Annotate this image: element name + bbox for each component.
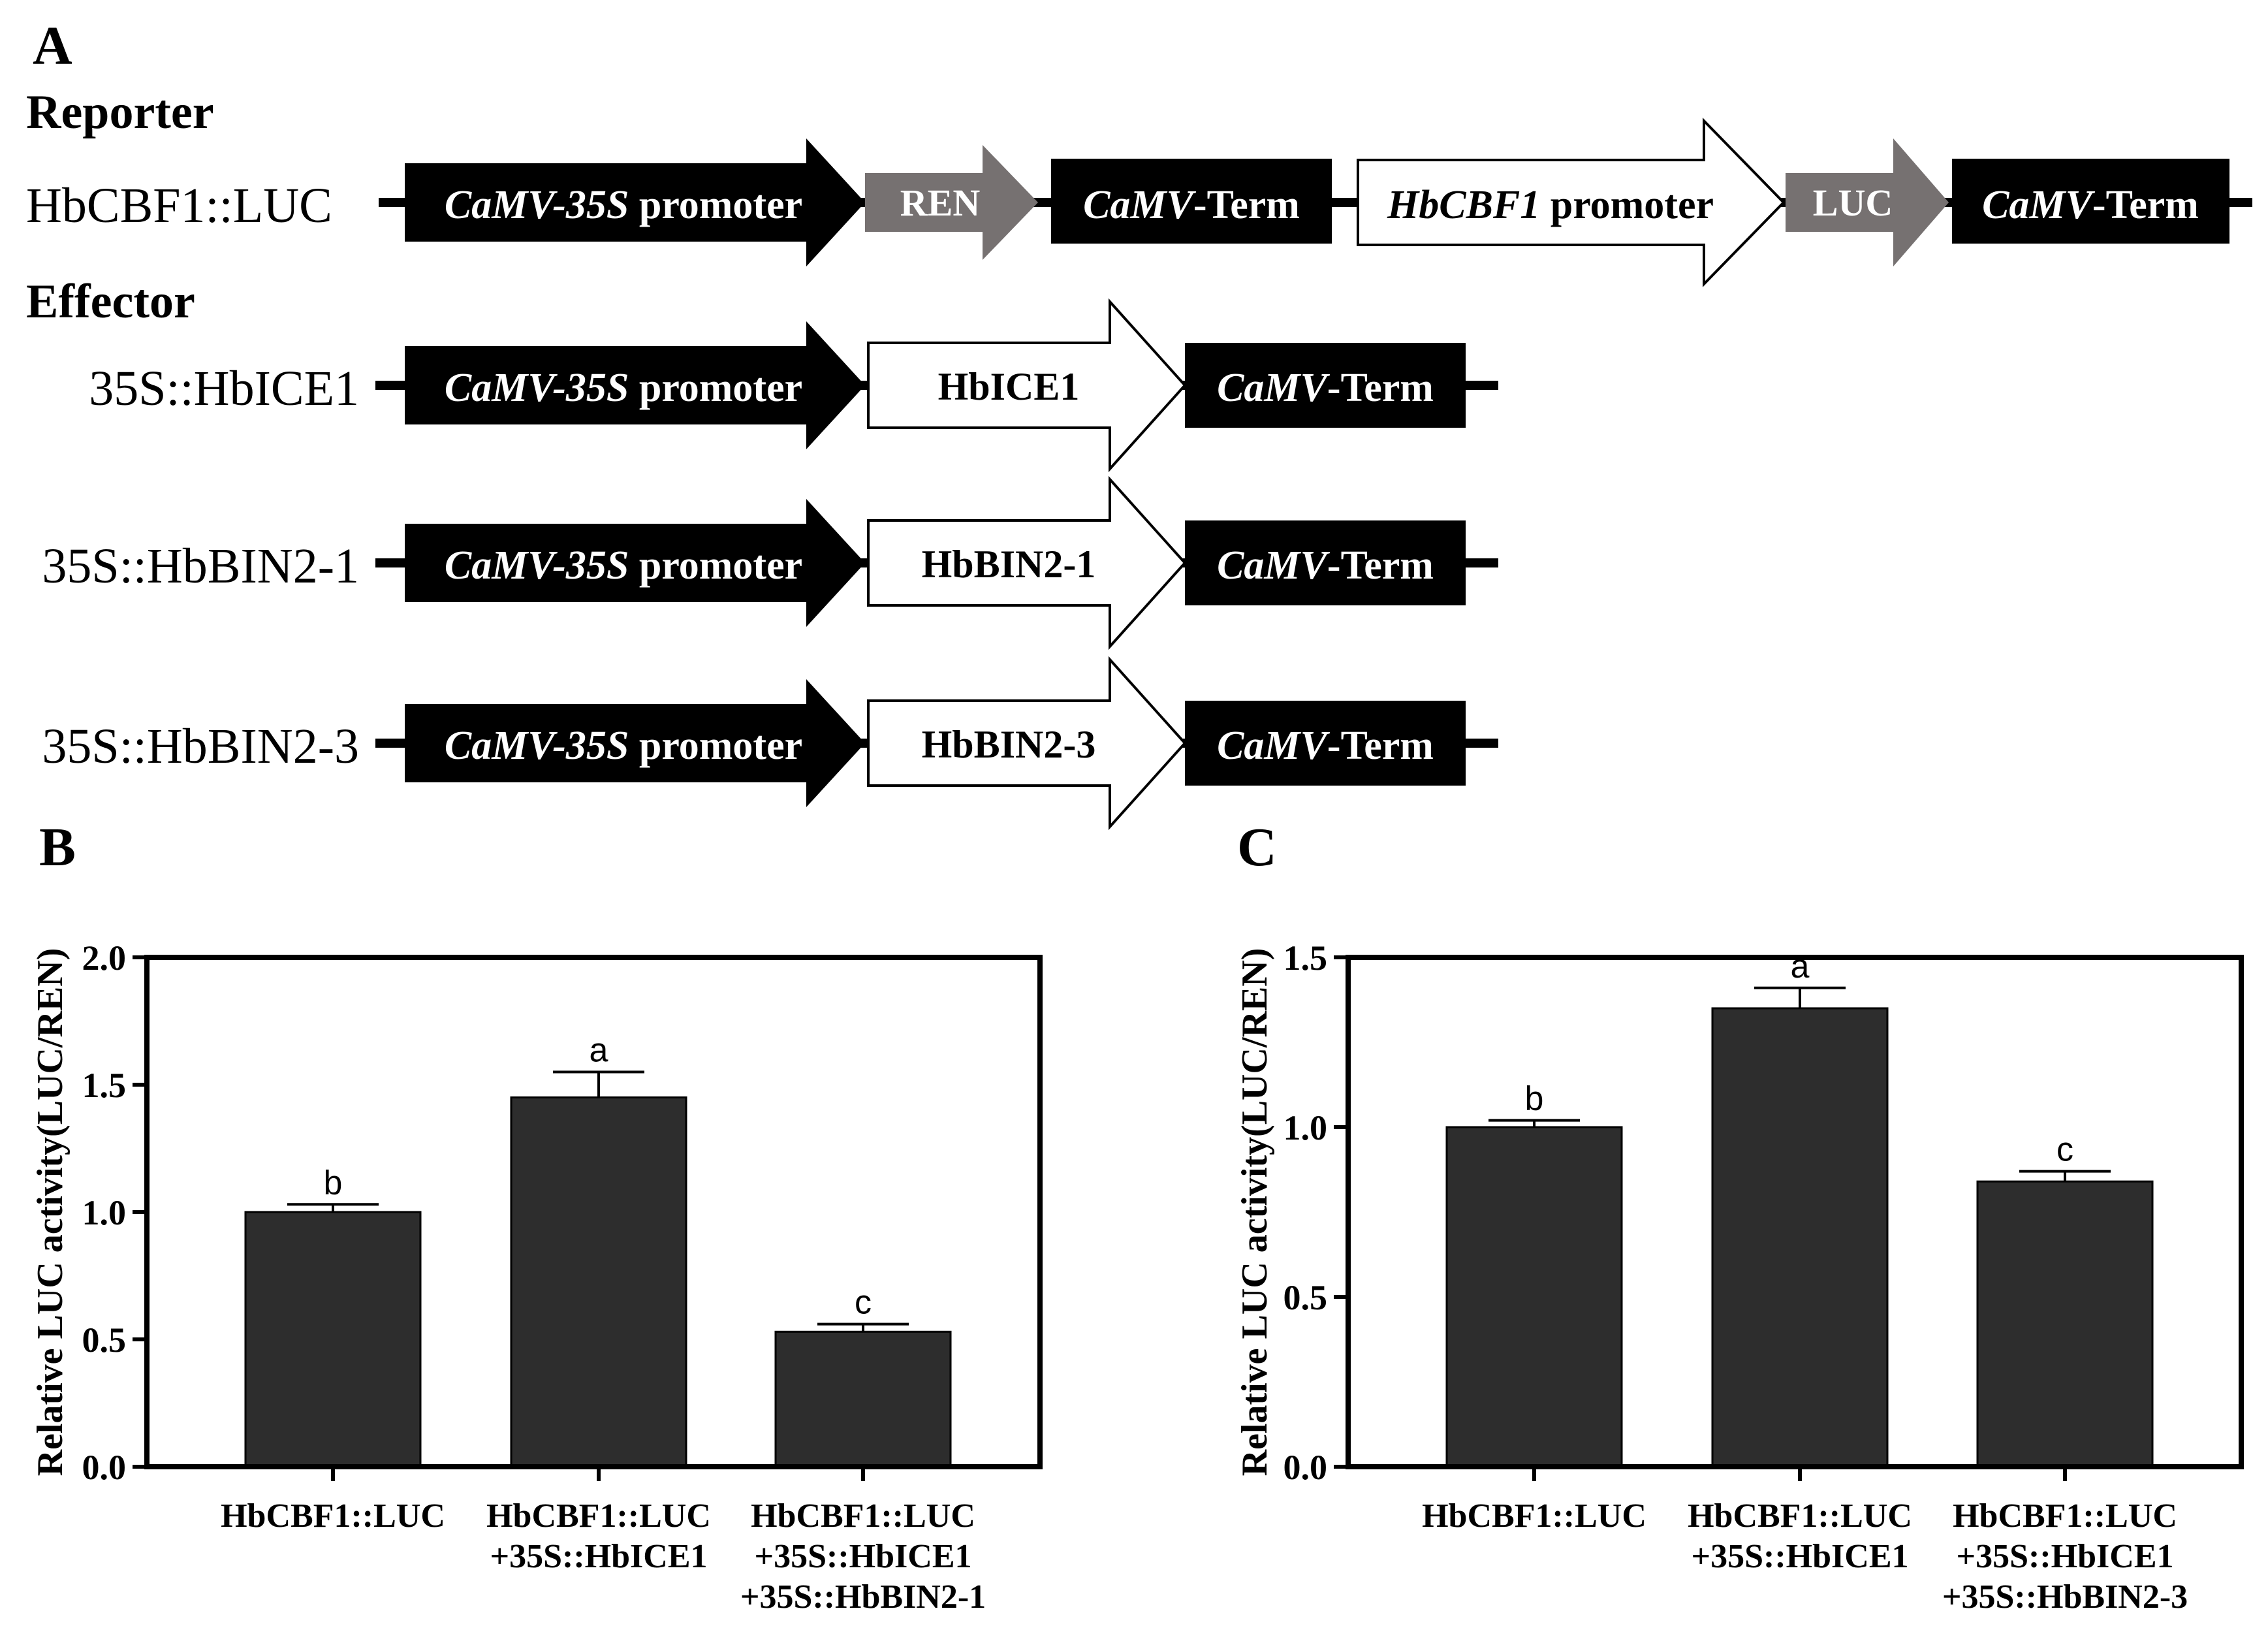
bar [1445, 1126, 1623, 1468]
effector-term-box [1185, 701, 1466, 786]
x-category-label: +35S::HbICE1 [754, 1538, 971, 1575]
panel-label-c: C [1237, 817, 1277, 878]
reporter-ren-text: REN [900, 182, 981, 224]
significance-letter: b [1525, 1080, 1544, 1118]
reporter-construct: HbCBF1::LUC CaMV-35S promoter REN CaMV-T… [26, 118, 2252, 287]
effector-gene-text: HbBIN2-1 [922, 543, 1096, 586]
x-category-label: HbCBF1::LUC [486, 1497, 711, 1535]
effector-promoter-arrow [405, 321, 865, 449]
x-category-label: +35S::HbICE1 [1956, 1538, 2173, 1575]
reporter-hbcbf1-promoter-arrow [1357, 118, 1786, 287]
effector-promoter-arrow [405, 679, 865, 807]
y-tick-label: 1.0 [82, 1193, 127, 1232]
effector-construct-label: 35S::HbBIN2-1 [42, 539, 359, 594]
effector-promoter-text: CaMV-35S promoter [445, 366, 802, 410]
y-axis-label: Relative LUC activity(LUC/REN) [1235, 948, 1275, 1477]
y-tick-label: 0.0 [82, 1448, 127, 1487]
x-category-label: +35S::HbBIN2-3 [1942, 1578, 2188, 1616]
effector-promoter-text: CaMV-35S promoter [445, 724, 802, 768]
bar [1976, 1180, 2154, 1468]
bar [510, 1096, 687, 1468]
effector-construct-hbbin2-1: 35S::HbBIN2-1 CaMV-35S promoter HbBIN2-1… [42, 475, 1498, 650]
reporter-term2-text: CaMV-Term [1982, 183, 2199, 227]
reporter-hbcbf1-promoter-text: HbCBF1 promoter [1387, 183, 1714, 227]
effector-construct-label: 35S::HbBIN2-3 [42, 719, 359, 774]
y-tick-label: 1.5 [82, 1066, 127, 1105]
effector-section-title: Effector [26, 275, 195, 328]
x-category-label: +35S::HbICE1 [1691, 1538, 1908, 1575]
effector-term-box [1185, 520, 1466, 605]
effector-term-text: CaMV-Term [1217, 366, 1434, 410]
x-category-label: HbCBF1::LUC [1422, 1497, 1646, 1535]
effector-gene-arrow [867, 656, 1187, 831]
x-category-label: +35S::HbBIN2-1 [740, 1578, 986, 1616]
y-axis-label: Relative LUC activity(LUC/REN) [30, 948, 71, 1477]
effector-term-text: CaMV-Term [1217, 543, 1434, 588]
significance-letter: b [324, 1164, 343, 1202]
reporter-term1-text: CaMV-Term [1083, 183, 1300, 227]
effector-construct-label: 35S::HbICE1 [89, 361, 359, 416]
effector-promoter-text: CaMV-35S promoter [445, 543, 802, 588]
x-category-label: +35S::HbICE1 [490, 1538, 707, 1575]
effector-term-text: CaMV-Term [1217, 724, 1434, 768]
y-tick-label: 1.5 [1284, 938, 1328, 978]
y-tick-label: 0.5 [1284, 1278, 1328, 1317]
panel-label-a: A [33, 16, 72, 76]
y-tick-label: 1.0 [1284, 1108, 1328, 1147]
reporter-promoter-arrow [405, 138, 865, 266]
x-category-label: HbCBF1::LUC [1953, 1497, 2177, 1535]
plot-frame [1346, 955, 2244, 1469]
reporter-luc-arrow [1786, 138, 1949, 266]
reporter-section-title: Reporter [26, 86, 214, 139]
reporter-ren-arrow [865, 145, 1038, 260]
x-category-label: HbCBF1::LUC [751, 1497, 975, 1535]
panel-label-b: B [39, 817, 76, 878]
effector-construct-hbbin2-3: 35S::HbBIN2-3 CaMV-35S promoter HbBIN2-3… [42, 656, 1498, 831]
y-tick-label: 2.0 [82, 938, 127, 978]
reporter-promoter-text: CaMV-35S promoter [445, 183, 802, 227]
x-category-label: HbCBF1::LUC [221, 1497, 445, 1535]
effector-gene-arrow [867, 298, 1187, 473]
reporter-term2-box [1952, 159, 2229, 244]
significance-letter: c [855, 1284, 872, 1322]
significance-letter: a [1791, 948, 1810, 985]
reporter-term1-box [1051, 159, 1332, 244]
reporter-luc-text: LUC [1813, 182, 1893, 224]
bar [1711, 1007, 1889, 1468]
effector-term-box [1185, 343, 1466, 428]
reporter-construct-label: HbCBF1::LUC [26, 178, 332, 233]
significance-letter: a [590, 1032, 608, 1070]
bar [244, 1211, 422, 1468]
y-tick-label: 0.5 [82, 1320, 127, 1360]
effector-gene-arrow [867, 475, 1187, 650]
x-category-label: HbCBF1::LUC [1688, 1497, 1912, 1535]
bar [774, 1330, 952, 1468]
effector-gene-text: HbBIN2-3 [922, 723, 1096, 766]
effector-gene-text: HbICE1 [938, 365, 1080, 408]
effector-construct-hbice1: 35S::HbICE1 CaMV-35S promoter HbICE1 CaM… [89, 298, 1498, 473]
y-tick-label: 0.0 [1284, 1448, 1328, 1487]
effector-promoter-arrow [405, 499, 865, 627]
significance-letter: c [2056, 1131, 2073, 1169]
